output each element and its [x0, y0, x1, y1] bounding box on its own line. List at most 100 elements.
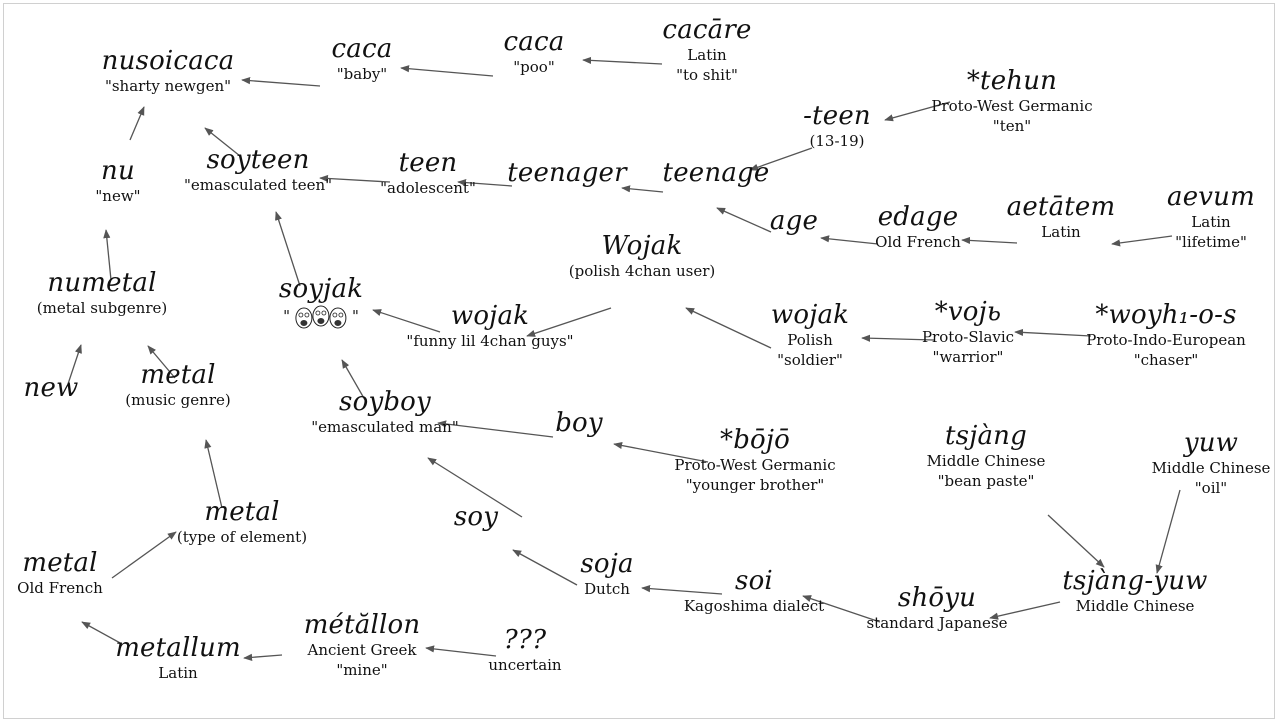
node-word: numetal: [47, 268, 157, 298]
node-gloss: (music genre): [125, 391, 231, 409]
node-gloss: Latin: [158, 664, 198, 682]
arrow: [1014, 328, 1092, 337]
node-new: new: [24, 373, 79, 403]
node-gloss: (13-19): [809, 132, 865, 150]
node-word: wojak: [770, 300, 850, 330]
node-word: caca: [331, 34, 393, 64]
arrow: [241, 77, 321, 87]
arrow: [400, 65, 494, 77]
node-nu: nu"new": [95, 156, 140, 206]
arrow: [204, 127, 241, 157]
node-word: age: [769, 206, 819, 236]
arrow: [621, 185, 664, 193]
soyjak-faces-icon: [295, 305, 347, 329]
node-word: aevum: [1167, 182, 1255, 212]
node-word: boy: [555, 408, 603, 438]
arrow: [111, 531, 177, 579]
node-word: *tehun: [966, 66, 1058, 96]
node-soyjak: soyjak"": [279, 274, 363, 330]
arrow: [820, 235, 879, 245]
node-gloss: Kagoshima dialect: [683, 597, 825, 615]
arrow: [372, 309, 441, 333]
node-gloss: Proto-West Germanic: [931, 97, 1093, 115]
node-word: aetātem: [1006, 192, 1116, 222]
arrow: [275, 211, 301, 287]
node-soy: soy: [454, 502, 498, 532]
node-word: soyboy: [339, 387, 431, 417]
arrow: [989, 601, 1061, 620]
arrow: [427, 457, 523, 518]
node-gloss: "new": [95, 187, 141, 205]
node-word: Wojak: [601, 231, 683, 261]
arrow: [1047, 514, 1105, 568]
node-word: nu: [101, 156, 135, 186]
arrow: [67, 344, 82, 385]
node-word: métăllon: [303, 610, 421, 640]
node-wojak-user: Wojak(polish 4chan user): [569, 231, 715, 281]
arrow: [243, 653, 283, 661]
node-word: yuw: [1183, 428, 1239, 458]
arrow: [204, 439, 223, 509]
node-word: teen: [398, 148, 458, 178]
node-word: new: [23, 373, 79, 403]
node-gloss: "adolescent": [380, 179, 476, 197]
node-gloss: Middle Chinese: [1151, 459, 1271, 477]
arrow: [341, 359, 366, 401]
node-gloss: (polish 4chan user): [568, 262, 716, 280]
node-gloss: "younger brother": [685, 476, 825, 494]
node-gloss: Latin: [1041, 223, 1081, 241]
arrow: [641, 585, 723, 595]
node-word: wojak: [450, 301, 530, 331]
node-gloss: Proto-Slavic: [921, 328, 1015, 346]
node-gloss: "emasculated man": [311, 418, 459, 436]
node-gloss: Middle Chinese: [1075, 597, 1195, 615]
node-gloss: "emasculated teen": [183, 176, 333, 194]
node-gloss: "to shit": [676, 66, 738, 84]
node-soyboy: soyboy"emasculated man": [311, 387, 458, 437]
node-gloss: Latin: [1191, 213, 1231, 231]
node-word: soi: [735, 566, 773, 596]
node-word: shōyu: [897, 583, 977, 613]
node-word: *bōjō: [719, 425, 791, 455]
arrow: [685, 307, 772, 349]
arrow: [457, 179, 513, 187]
node-gloss: "oil": [1194, 479, 1228, 497]
node-gloss: "lifetime": [1175, 233, 1247, 251]
node-gloss: (type of element): [176, 528, 308, 546]
arrow: [749, 147, 813, 171]
node-word: -teen: [803, 101, 871, 131]
node-word: cacāre: [662, 15, 752, 45]
node-word: teenager: [507, 158, 627, 188]
node-age: age: [770, 206, 818, 236]
arrow: [103, 229, 112, 281]
arrow: [961, 236, 1018, 245]
node-word: soja: [580, 549, 634, 579]
node-word: nusoicaca: [101, 46, 235, 76]
node-word: tsjàng-yuw: [1062, 566, 1208, 596]
node-gloss: "mine": [336, 661, 388, 679]
node-word: soyteen: [206, 145, 310, 175]
node-word: tsjàng: [945, 421, 1027, 451]
arrow: [81, 621, 123, 645]
node-word: metal: [22, 548, 98, 578]
node-teen: teen"adolescent": [380, 148, 476, 198]
node-gloss: "funny lil 4chan guys": [406, 332, 574, 350]
node-metal-element: metal(type of element): [177, 497, 307, 547]
node-teenager: teenager: [507, 158, 627, 188]
node-word: soy: [453, 502, 499, 532]
node-word: metal: [204, 497, 280, 527]
node-nusoicaca: nusoicaca"sharty newgen": [102, 46, 235, 96]
soyjak-quote-row: "": [279, 304, 363, 330]
